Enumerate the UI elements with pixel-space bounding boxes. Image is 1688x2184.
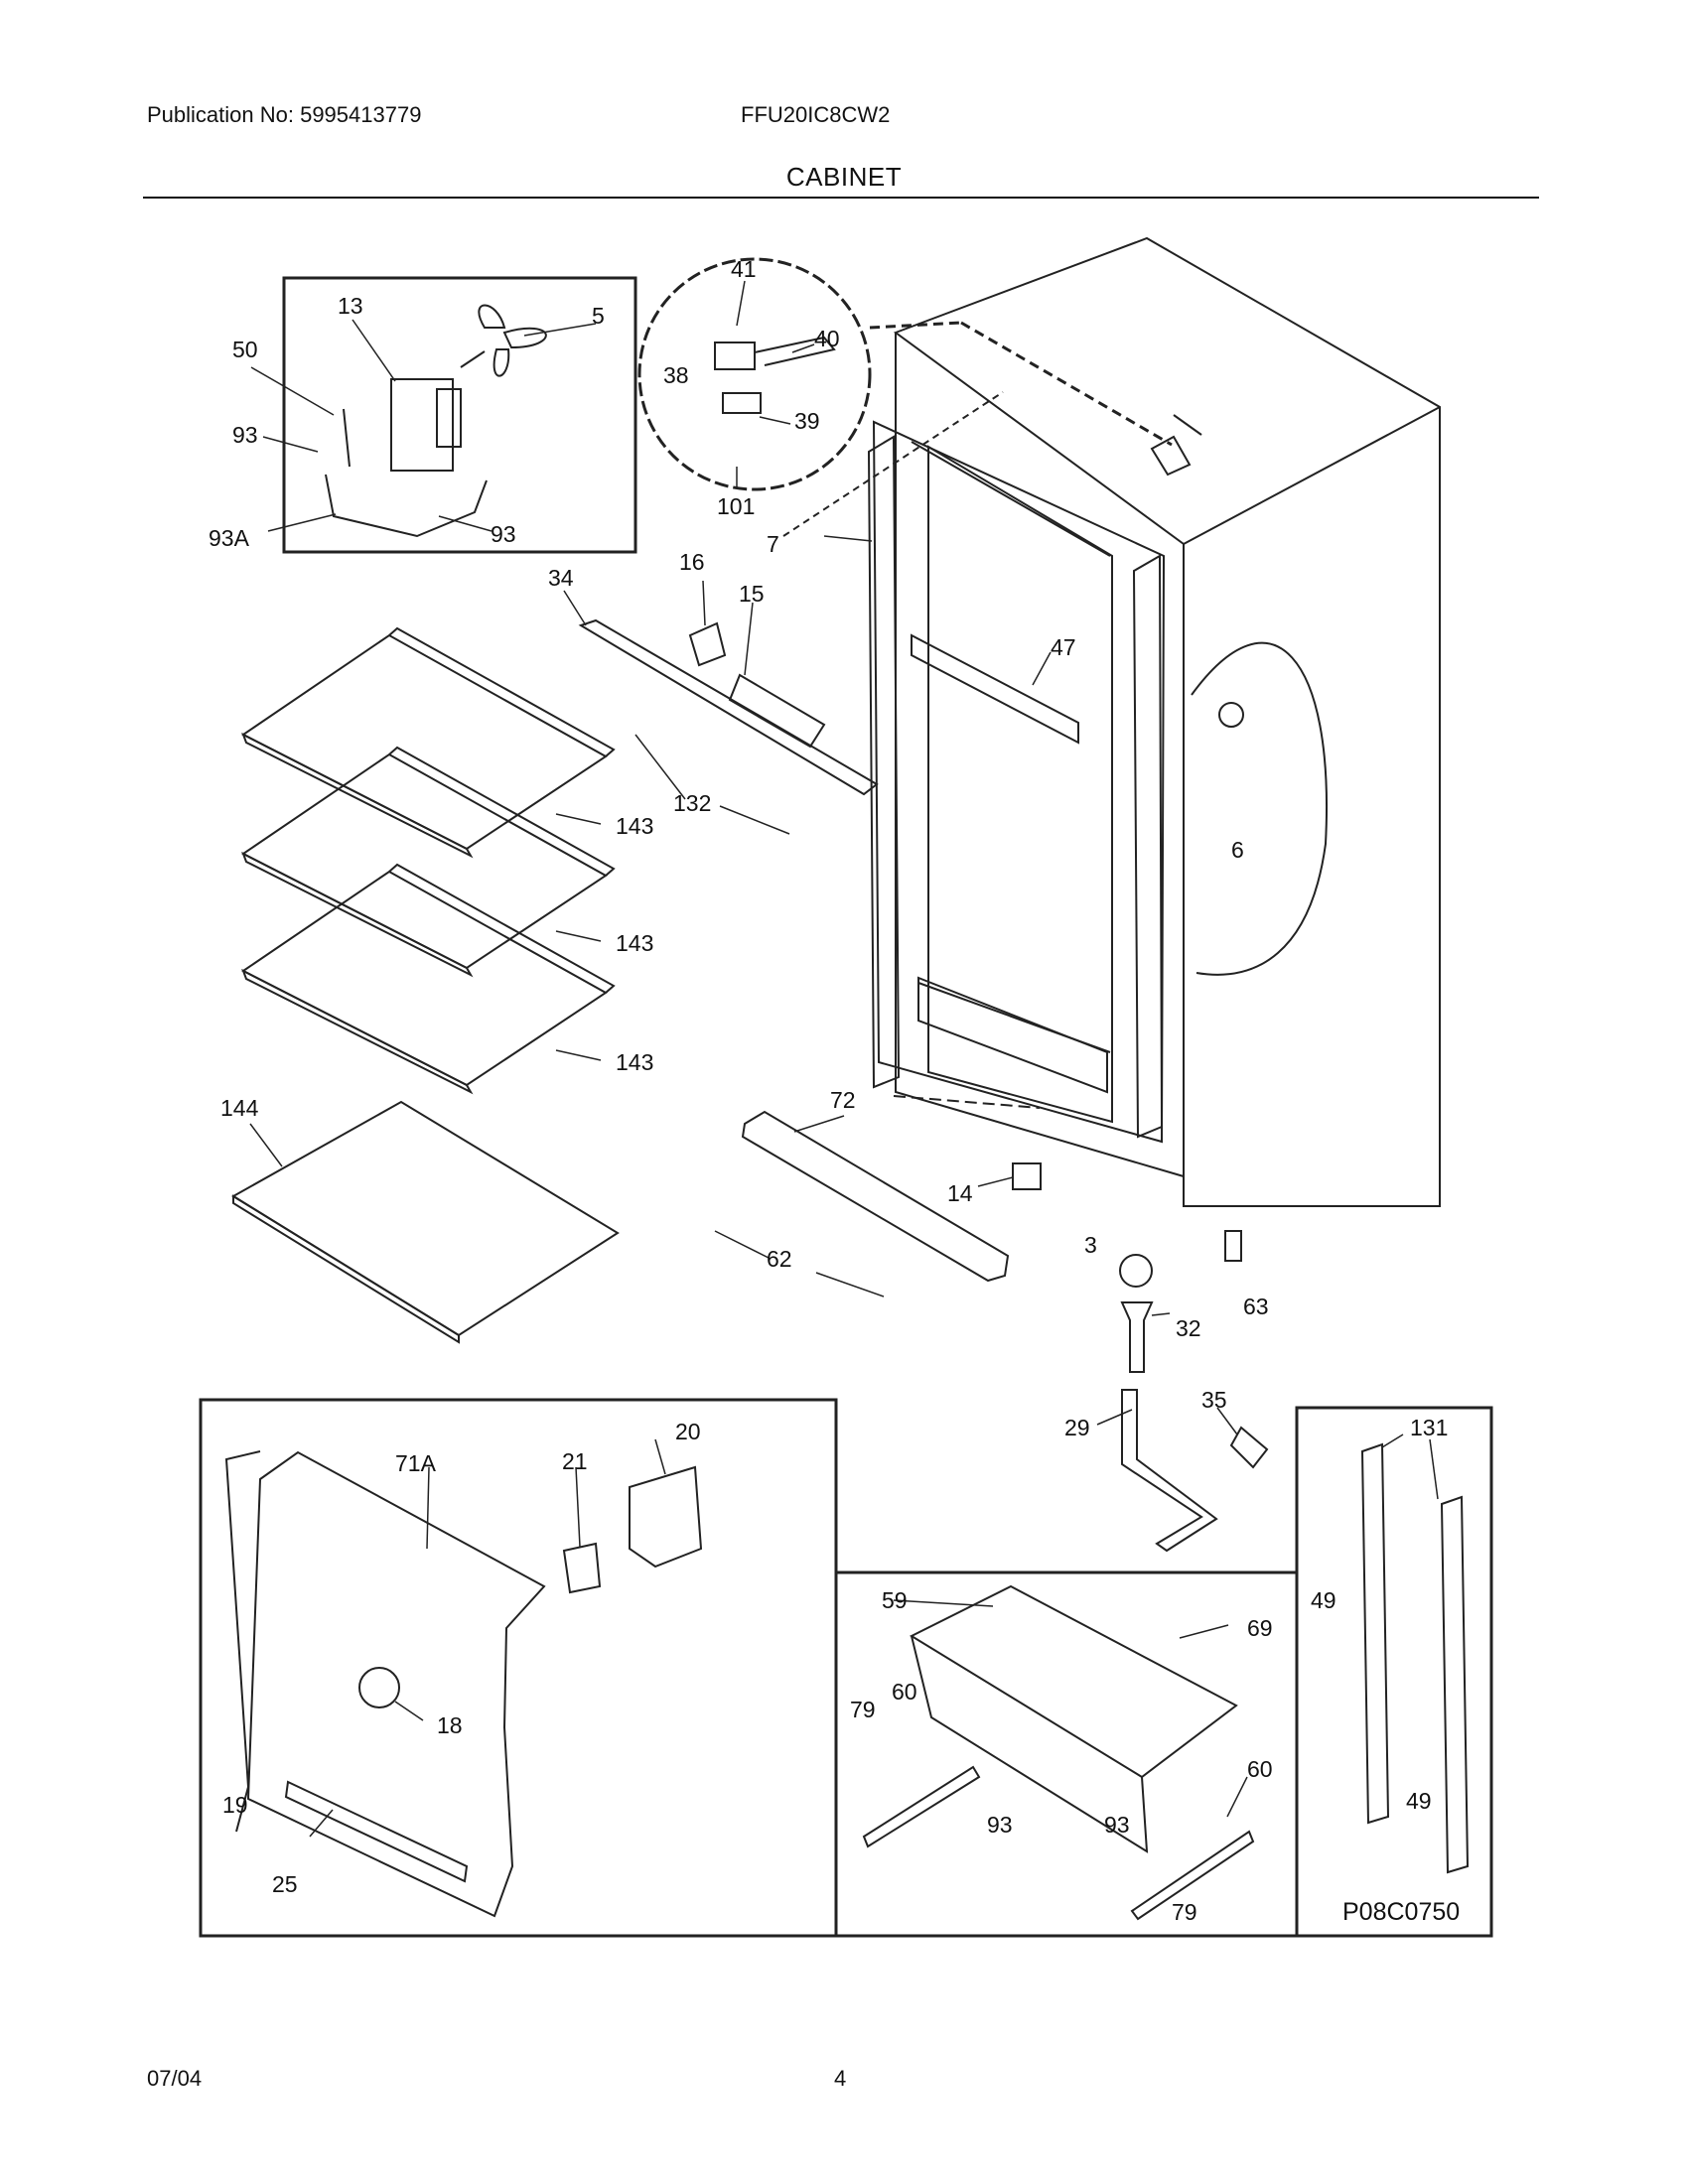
page-number: 4 (834, 2066, 847, 2091)
callout-40: 40 (814, 326, 840, 351)
callout-41: 41 (731, 256, 757, 282)
callout-93-d: 93 (1104, 1812, 1130, 1838)
callout-15: 15 (739, 581, 765, 607)
callout-labels: 13 5 50 93 93A 93 41 40 38 39 101 7 34 1… (209, 256, 1448, 1925)
part-29 (1121, 1389, 1218, 1553)
callout-144: 144 (220, 1095, 259, 1121)
hinge-detail-circle (637, 257, 872, 491)
hinge-detail (714, 336, 836, 414)
callout-16: 16 (679, 549, 705, 575)
basket-59 (909, 1584, 1238, 1853)
slide-rail-60a (862, 1765, 981, 1848)
shelf-1 (241, 626, 616, 859)
callout-72: 72 (830, 1087, 856, 1113)
callout-143-a: 143 (616, 813, 653, 839)
callout-50: 50 (232, 337, 258, 362)
callout-47: 47 (1051, 634, 1076, 660)
callout-49-a: 49 (1311, 1587, 1336, 1613)
callout-131: 131 (1410, 1415, 1448, 1440)
basket-box (834, 1570, 1299, 1938)
callout-25: 25 (272, 1871, 298, 1897)
fan-assembly-box (282, 276, 637, 554)
callout-13: 13 (338, 293, 363, 319)
trim-strip (224, 1450, 261, 1833)
shelf-3 (241, 863, 616, 1095)
rail-131a (1360, 1442, 1390, 1825)
part-16 (688, 621, 727, 667)
callout-14: 14 (947, 1180, 973, 1206)
callout-93-b: 93 (491, 521, 516, 547)
callout-93-c: 93 (987, 1812, 1013, 1838)
callout-60-b: 60 (1247, 1756, 1273, 1782)
callout-38: 38 (663, 362, 689, 388)
shelf-2 (241, 746, 616, 978)
shelf-bottom (231, 1100, 620, 1344)
footer-date: 07/04 (147, 2066, 203, 2091)
callout-101: 101 (717, 493, 755, 519)
rail-131b (1440, 1495, 1470, 1874)
part-21 (562, 1542, 602, 1594)
rail-box (1295, 1406, 1493, 1938)
callout-60-a: 60 (892, 1679, 917, 1705)
fan-motor-assembly (325, 304, 547, 538)
rear-panel-19 (246, 1450, 546, 1918)
page-title: CABINET (785, 162, 903, 192)
kick-plate-72 (741, 1110, 1010, 1283)
callout-79-a: 79 (850, 1697, 876, 1722)
callout-132: 132 (673, 790, 711, 816)
part-20 (629, 1465, 703, 1569)
callout-5: 5 (592, 303, 605, 329)
figure-code: P08C0750 (1342, 1898, 1461, 1926)
callout-18: 18 (437, 1712, 463, 1738)
callout-143-c: 143 (616, 1049, 653, 1075)
part-25 (284, 1780, 469, 1883)
header-rule (143, 197, 1539, 199)
callout-93A: 93A (209, 525, 250, 551)
callout-20: 20 (675, 1419, 701, 1444)
callout-49-b: 49 (1406, 1788, 1432, 1814)
callout-63: 63 (1243, 1294, 1269, 1319)
callout-7: 7 (767, 531, 779, 557)
part-63 (1224, 1230, 1242, 1262)
callout-19: 19 (222, 1792, 248, 1818)
callout-39: 39 (794, 408, 820, 434)
callout-35: 35 (1201, 1387, 1227, 1413)
part-35 (1229, 1426, 1269, 1469)
part-18 (358, 1667, 400, 1708)
callout-62: 62 (767, 1246, 792, 1272)
shelf-support-34 (578, 618, 879, 796)
part-3 (1119, 1254, 1153, 1288)
callout-29: 29 (1064, 1415, 1090, 1440)
callout-93-a: 93 (232, 422, 258, 448)
callout-79-b: 79 (1172, 1899, 1197, 1925)
model-number: FFU20IC8CW2 (741, 102, 891, 127)
publication-number: Publication No: 5995413779 (147, 102, 422, 127)
callout-143-b: 143 (616, 930, 653, 956)
callout-3: 3 (1084, 1232, 1097, 1258)
part-15-tube (728, 673, 826, 749)
callout-32: 32 (1176, 1315, 1201, 1341)
callout-59: 59 (882, 1587, 908, 1613)
part-32 (1120, 1301, 1154, 1373)
freezer-cabinet (867, 236, 1441, 1207)
slide-rail-60b (1130, 1830, 1255, 1921)
callout-34: 34 (548, 565, 574, 591)
callout-69: 69 (1247, 1615, 1273, 1641)
part-14 (1012, 1162, 1042, 1190)
callout-71A: 71A (395, 1450, 437, 1476)
lower-left-box (199, 1398, 838, 1938)
callout-6: 6 (1231, 837, 1244, 863)
callout-21: 21 (562, 1448, 588, 1474)
